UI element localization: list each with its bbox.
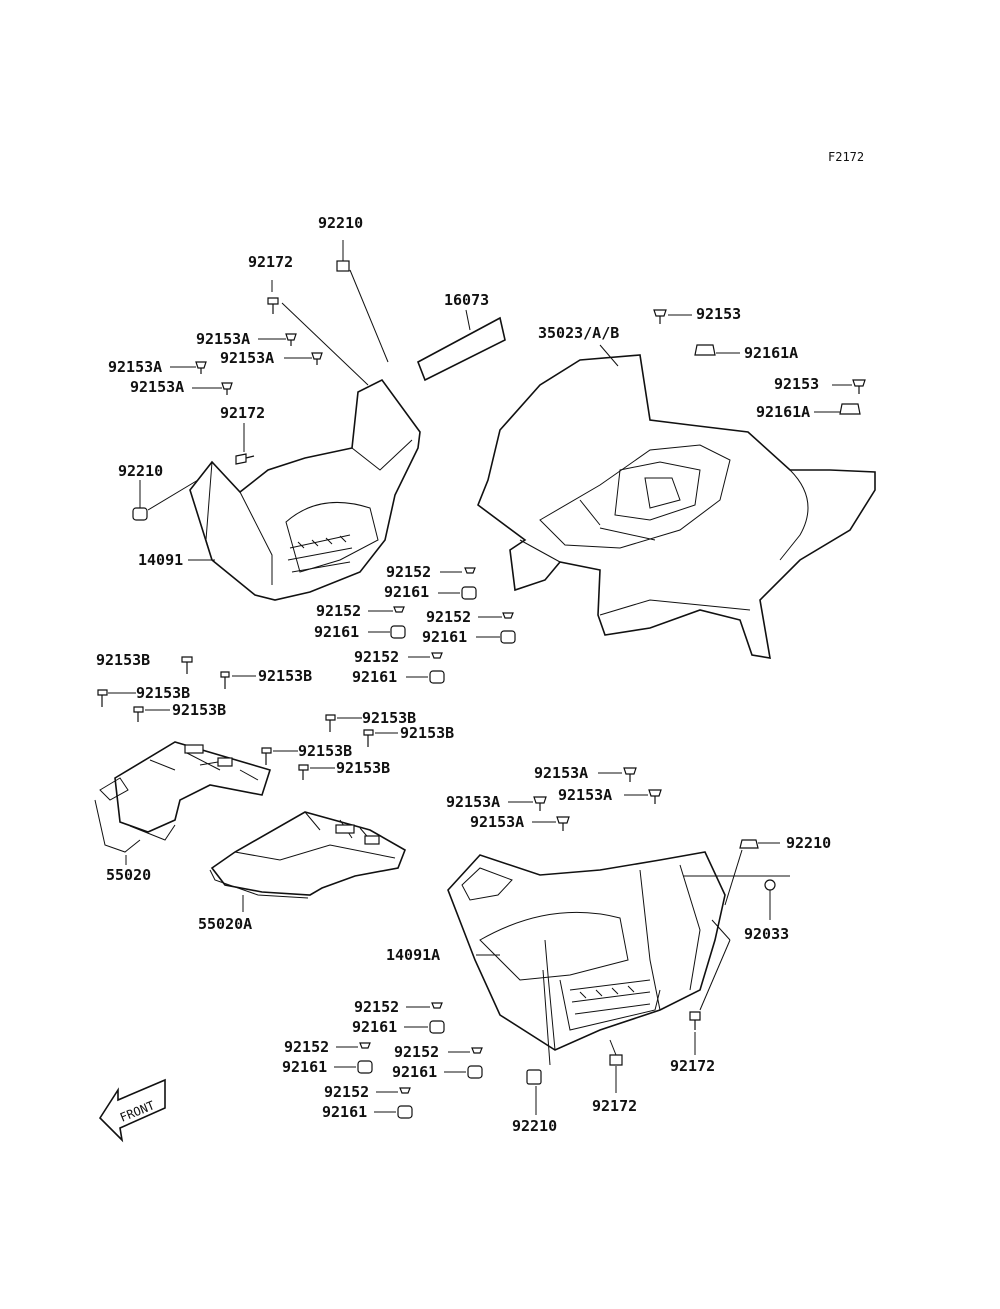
label: 35023/A/B (538, 324, 619, 342)
bolts-92153B (97, 656, 398, 780)
grommets-bottom (334, 1002, 483, 1119)
label: 92153A (108, 358, 162, 376)
fasteners-92153A-right (508, 767, 662, 831)
decal-16073 (416, 309, 506, 382)
front-fender-left-14091 (189, 378, 421, 601)
label: 55020 (106, 866, 151, 884)
label: 92172 (592, 1097, 637, 1115)
label: 92153A (446, 793, 500, 811)
label: 92153A (558, 786, 612, 804)
fasteners-left (132, 260, 350, 521)
label: 92153A (220, 349, 274, 367)
label: 92153B (362, 709, 416, 727)
label: 92161A (744, 344, 798, 362)
label: 92153B (400, 724, 454, 742)
label: 55020A (198, 915, 252, 933)
part-labels: 92210 92172 16073 35023/A/B 92153 92153A… (96, 214, 831, 1135)
label: 92153B (298, 742, 352, 760)
label: 92153A (130, 378, 184, 396)
label: 92161 (384, 583, 429, 601)
label: 92152 (354, 648, 399, 666)
label: 92153B (336, 759, 390, 777)
label: 92161 (282, 1058, 327, 1076)
label: 92153 (774, 375, 819, 393)
fasteners-right-fender (526, 839, 790, 1115)
label: 92161 (322, 1103, 367, 1121)
front-fender-right-14091A (447, 851, 726, 1051)
footrest-55020A (209, 811, 406, 912)
footrest-55020 (94, 741, 272, 865)
label: 92161A (756, 403, 810, 421)
label: 92161 (422, 628, 467, 646)
label: 92152 (386, 563, 431, 581)
leaders-left (139, 240, 389, 561)
label: 92152 (426, 608, 471, 626)
label: 92152 (394, 1043, 439, 1061)
label: 14091 (138, 551, 183, 569)
label: 92152 (354, 998, 399, 1016)
label: 92161 (314, 623, 359, 641)
label: 92153A (196, 330, 250, 348)
label: 92172 (220, 404, 265, 422)
label: 92153B (172, 701, 226, 719)
front-arrow-icon: FRONT (98, 1078, 166, 1143)
label: 92033 (744, 925, 789, 943)
label: 14091A (386, 946, 440, 964)
label: 92152 (284, 1038, 329, 1056)
label: 92161 (352, 668, 397, 686)
grommets-middle (368, 567, 516, 684)
label: 92152 (324, 1083, 369, 1101)
label: 92153A (470, 813, 524, 831)
label: 92152 (316, 602, 361, 620)
label: 92210 (118, 462, 163, 480)
label: 92210 (512, 1117, 557, 1135)
label: 92153B (96, 651, 150, 669)
nut-92210-b (132, 507, 148, 521)
rear-fender-35023 (477, 344, 876, 659)
nut-92210 (336, 260, 350, 272)
label: 92153A (534, 764, 588, 782)
label: 92172 (248, 253, 293, 271)
label: 92153B (258, 667, 312, 685)
fasteners-rear (653, 309, 866, 415)
label: 92172 (670, 1057, 715, 1075)
figure-code: F2172 (828, 150, 864, 164)
label: 92210 (786, 834, 831, 852)
label: 16073 (444, 291, 489, 309)
label: 92153B (136, 684, 190, 702)
label: 92153 (696, 305, 741, 323)
label: 92161 (352, 1018, 397, 1036)
label: 92210 (318, 214, 363, 232)
label: 92161 (392, 1063, 437, 1081)
